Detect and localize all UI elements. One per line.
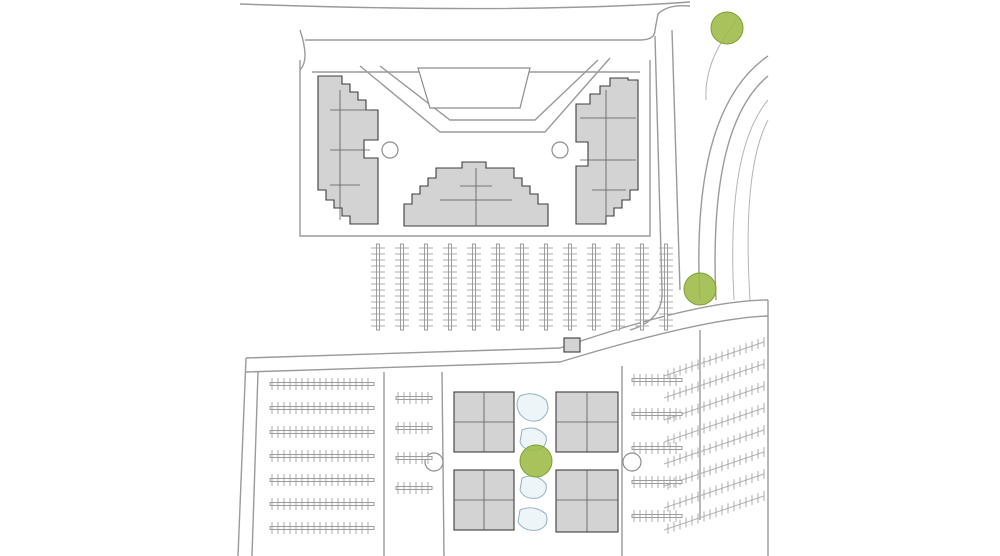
southeast-parking-field bbox=[631, 337, 765, 534]
parking-island bbox=[269, 430, 375, 434]
north-building-east bbox=[575, 77, 639, 225]
parking-island bbox=[544, 243, 548, 331]
south-building-southwest bbox=[453, 469, 515, 531]
parking-island bbox=[395, 486, 433, 490]
parking-island bbox=[395, 426, 433, 430]
parking-island bbox=[269, 526, 375, 530]
parking-island bbox=[592, 243, 596, 331]
parking-island bbox=[664, 243, 668, 331]
tree-markers bbox=[519, 11, 744, 478]
parking-island bbox=[395, 456, 433, 460]
parking-stall-line bbox=[663, 407, 765, 443]
north-parking-oval bbox=[417, 67, 531, 109]
parking-island bbox=[631, 480, 683, 484]
parking-stall-line bbox=[663, 429, 765, 465]
gatehouse bbox=[563, 337, 581, 353]
parking-island bbox=[424, 243, 428, 331]
parking-island bbox=[269, 478, 375, 482]
parking-island bbox=[520, 243, 524, 331]
parking-stall-line bbox=[663, 495, 765, 531]
parking-island bbox=[400, 243, 404, 331]
parking-island bbox=[376, 243, 380, 331]
south-building-northeast bbox=[555, 391, 619, 453]
north-building-west bbox=[317, 75, 379, 225]
parking-island bbox=[448, 243, 452, 331]
south-building-southeast bbox=[555, 469, 619, 533]
north-building-center bbox=[403, 161, 549, 227]
parking-island bbox=[631, 378, 683, 382]
tree-marker bbox=[683, 272, 717, 306]
parking-island bbox=[269, 454, 375, 458]
parking-island bbox=[395, 396, 433, 400]
parking-island bbox=[568, 243, 572, 331]
tree-marker bbox=[710, 11, 744, 45]
parking-island bbox=[269, 382, 375, 386]
road-network bbox=[237, 1, 769, 556]
parking-island bbox=[269, 406, 375, 410]
tree-marker bbox=[519, 444, 553, 478]
parking-stall-line bbox=[663, 473, 765, 509]
parking-stall-line bbox=[663, 341, 765, 377]
parking-island bbox=[631, 412, 683, 416]
parking-stall-line bbox=[663, 363, 765, 399]
parking-island bbox=[631, 514, 683, 518]
south-building-northwest bbox=[453, 391, 515, 453]
parking-island bbox=[631, 446, 683, 450]
parking-island bbox=[269, 502, 375, 506]
parking-island bbox=[640, 243, 644, 331]
southwest-parking-field bbox=[269, 378, 433, 534]
parking-island bbox=[496, 243, 500, 331]
parking-island bbox=[616, 243, 620, 331]
north-parking-field bbox=[371, 243, 673, 331]
parking-island bbox=[472, 243, 476, 331]
